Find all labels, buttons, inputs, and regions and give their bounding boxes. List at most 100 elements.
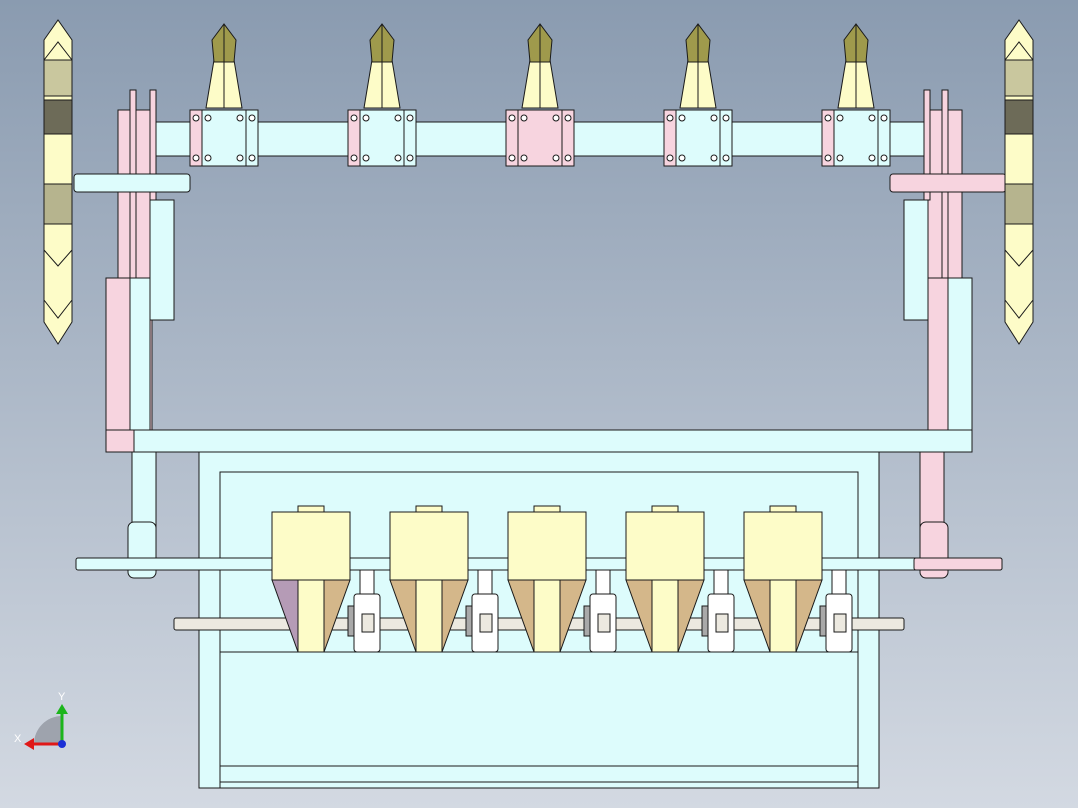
wheel-chevron xyxy=(43,41,73,61)
drive-shaft-right-end xyxy=(913,557,1003,571)
clamp-bolt xyxy=(394,114,402,122)
clamp-bolt xyxy=(350,114,358,122)
gear-hub xyxy=(479,613,493,633)
clamp-bolt xyxy=(868,114,876,122)
clamp-bolt xyxy=(722,114,730,122)
right-side-bracket xyxy=(903,199,929,321)
clamp-bolt xyxy=(564,114,572,122)
clamp-bolt xyxy=(836,154,844,162)
right-axle xyxy=(889,173,1007,193)
top-clamp-5 xyxy=(821,23,891,167)
wheel-chevron xyxy=(1004,41,1034,61)
triad-quarter-disc xyxy=(34,716,62,744)
hopper-box xyxy=(507,511,587,581)
clamp-bolt xyxy=(824,154,832,162)
x-axis-label: X xyxy=(14,733,22,745)
clamp-bolt xyxy=(824,114,832,122)
clamp-bolt xyxy=(520,114,528,122)
gear-spacer xyxy=(831,569,847,597)
clamp-bolt xyxy=(406,154,414,162)
clamp-bolt xyxy=(204,114,212,122)
clamp-side-right xyxy=(403,109,417,167)
clamp-bolt xyxy=(836,114,844,122)
clamp-bolt xyxy=(678,154,686,162)
hopper-3 xyxy=(507,505,617,653)
hopper-box xyxy=(271,511,351,581)
clamp-bolt xyxy=(710,114,718,122)
clamp-bolt xyxy=(868,154,876,162)
wheel-band-light xyxy=(1004,59,1034,97)
gear-teeth xyxy=(465,605,473,637)
left-side-column-inner xyxy=(105,277,131,431)
clamp-bolt xyxy=(880,154,888,162)
clamp-side-right xyxy=(719,109,733,167)
hopper-box xyxy=(389,511,469,581)
gear-teeth xyxy=(347,605,355,637)
wheel-band xyxy=(43,99,73,135)
top-clamp-3 xyxy=(505,23,575,167)
hopper-chute xyxy=(769,579,797,653)
z-axis-dot xyxy=(58,740,66,748)
clamp-bolt xyxy=(406,114,414,122)
gear-spacer xyxy=(359,569,375,597)
side-wheel-group xyxy=(43,19,1034,345)
gear-teeth xyxy=(583,605,591,637)
clamp-bolt xyxy=(236,114,244,122)
wheel-band-mid xyxy=(43,183,73,225)
hopper-row xyxy=(271,505,853,653)
clamp-side-left xyxy=(189,109,203,167)
x-axis-arrowhead xyxy=(24,738,34,750)
y-axis-label: Y xyxy=(58,691,66,703)
hopper-5 xyxy=(743,505,853,653)
wheel-chevron xyxy=(43,249,73,267)
hopper-box xyxy=(625,511,705,581)
clamp-bolt xyxy=(394,154,402,162)
clamp-side-left xyxy=(663,109,677,167)
clamp-bolt xyxy=(362,114,370,122)
clamp-side-right xyxy=(245,109,259,167)
wheel-chevron xyxy=(43,299,73,319)
hopper-4 xyxy=(625,505,735,653)
clamp-bolt xyxy=(552,154,560,162)
gear-hub xyxy=(833,613,847,633)
right-side-wheel xyxy=(1004,19,1034,345)
top-clamp-4 xyxy=(663,23,733,167)
hopper-chute xyxy=(533,579,561,653)
clamp-side-left xyxy=(347,109,361,167)
left-side-bracket xyxy=(149,199,175,321)
clamp-bolt xyxy=(192,154,200,162)
hopper-2 xyxy=(389,505,499,653)
clamp-bolt xyxy=(362,154,370,162)
left-side-wheel xyxy=(43,19,73,345)
top-clamp-row xyxy=(189,23,891,167)
wheel-chevron xyxy=(1004,249,1034,267)
y-axis-arrowhead xyxy=(56,704,68,714)
lower-tray xyxy=(219,651,859,767)
clamp-bolt xyxy=(248,114,256,122)
wheel-band xyxy=(1004,99,1034,135)
clamp-side-right xyxy=(877,109,891,167)
clamp-bolt xyxy=(236,154,244,162)
clamp-bolt xyxy=(508,154,516,162)
clamp-bolt xyxy=(564,154,572,162)
gear-hub xyxy=(597,613,611,633)
top-clamp-2 xyxy=(347,23,417,167)
wheel-band-mid xyxy=(1004,183,1034,225)
top-clamp-1 xyxy=(189,23,259,167)
clamp-bolt xyxy=(880,114,888,122)
hopper-box xyxy=(743,511,823,581)
clamp-bolt xyxy=(666,114,674,122)
clamp-bolt xyxy=(666,154,674,162)
clamp-bolt xyxy=(508,114,516,122)
clamp-bolt xyxy=(204,154,212,162)
wheel-band-light xyxy=(43,59,73,97)
clamp-bolt xyxy=(710,154,718,162)
axis-triad: Y X xyxy=(14,691,68,750)
clamp-bolt xyxy=(520,154,528,162)
clamp-bolt xyxy=(248,154,256,162)
clamp-side-left xyxy=(505,109,519,167)
clamp-side-left xyxy=(821,109,835,167)
clamp-side-right xyxy=(561,109,575,167)
